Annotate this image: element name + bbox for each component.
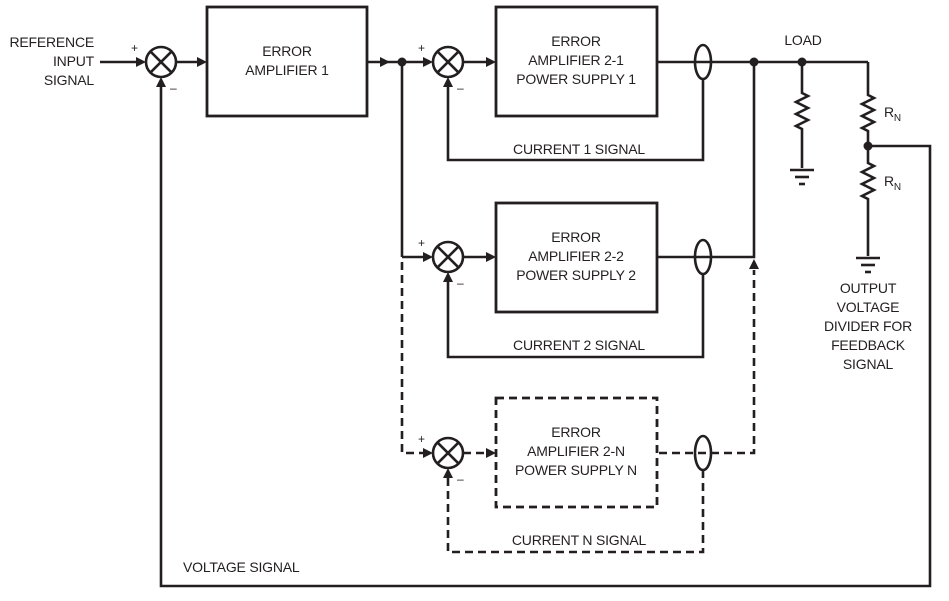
stage1-label-line1: ERROR — [551, 33, 601, 49]
arrow-head — [486, 252, 496, 262]
current-1-feedback-line — [446, 79, 705, 162]
summing-junction-stage-n — [431, 436, 465, 470]
current-2-signal-label: CURRENT 2 SIGNAL — [513, 337, 645, 353]
error-amplifier-2-n-box — [494, 396, 659, 509]
reference-input-label-line1: REFERENCE — [9, 34, 94, 50]
stage-n-label-line1: ERROR — [551, 424, 601, 440]
stage2-label-line1: ERROR — [551, 229, 601, 245]
resistor-bottom-label: RN — [884, 173, 901, 193]
current-n-signal-label: CURRENT N SIGNAL — [512, 532, 647, 548]
arrow-head — [423, 252, 433, 262]
arrow-head — [486, 448, 496, 458]
current-2-feedback-line — [446, 274, 705, 359]
arrow-head — [443, 468, 453, 478]
plus-sign: + — [418, 236, 425, 250]
stage-n-output-line — [659, 270, 756, 455]
error-amplifier-2-1-box — [494, 5, 659, 118]
arrow-head — [423, 448, 433, 458]
ground-icon — [856, 256, 880, 274]
resistor-top-label: RN — [884, 104, 901, 124]
arrow-head — [443, 272, 453, 282]
arrow-head — [156, 77, 166, 87]
arrow-head — [136, 57, 146, 67]
summing-junction-stage-1 — [431, 45, 465, 79]
divider-label-line1: OUTPUT — [840, 280, 897, 296]
minus-sign: – — [457, 81, 464, 95]
reference-input-label-line3: SIGNAL — [44, 72, 95, 88]
summing-junction-1 — [144, 45, 178, 79]
reference-input-label-line2: INPUT — [53, 53, 95, 69]
arrow-head — [443, 77, 453, 87]
arrow-head — [197, 57, 207, 67]
arrow-head — [380, 57, 390, 67]
stage1-label-line2: AMPLIFIER 2-1 — [528, 52, 624, 68]
divider-resistor-bottom-icon — [859, 146, 877, 256]
divider-label-line3: DIVIDER FOR — [824, 318, 912, 334]
error-amplifier-1-box — [205, 5, 369, 118]
summing-junction-stage-2 — [431, 240, 465, 274]
stage2-label-line3: POWER SUPPLY 2 — [516, 267, 636, 283]
plus-sign: + — [131, 41, 138, 55]
stage-n-label-line2: AMPLIFIER 2-N — [527, 443, 625, 459]
error-amplifier-2-2-box — [494, 201, 659, 314]
arrow-head — [486, 57, 496, 67]
stage1-label-line3: POWER SUPPLY 1 — [516, 71, 636, 87]
voltage-signal-label: VOLTAGE SIGNAL — [183, 559, 300, 575]
load-resistor-icon — [793, 62, 811, 168]
distribution-line-stage-n — [400, 262, 424, 455]
stage-n-label-line3: POWER SUPPLY N — [515, 462, 637, 478]
stage2-output-line — [657, 62, 756, 259]
arrow-head — [423, 57, 433, 67]
plus-sign: + — [418, 41, 425, 55]
divider-label-line4: FEEDBACK — [831, 337, 906, 353]
minus-sign: – — [457, 276, 464, 290]
current-n-feedback-line — [446, 470, 705, 554]
minus-sign: – — [170, 81, 177, 95]
plus-sign: + — [418, 432, 425, 446]
error-amplifier-1-label-line1: ERROR — [262, 43, 312, 59]
divider-resistor-top-icon — [859, 62, 877, 146]
error-amplifier-1-label-line2: AMPLIFIER 1 — [245, 62, 329, 78]
stage2-label-line2: AMPLIFIER 2-2 — [528, 248, 624, 264]
divider-label-line2: VOLTAGE — [837, 299, 900, 315]
load-label: LOAD — [784, 32, 821, 48]
minus-sign: – — [457, 472, 464, 486]
arrow-head — [749, 259, 759, 269]
divider-label-line5: SIGNAL — [843, 356, 894, 372]
voltage-feedback-line — [159, 84, 932, 588]
current-1-signal-label: CURRENT 1 SIGNAL — [513, 141, 645, 157]
ground-icon — [790, 168, 814, 186]
